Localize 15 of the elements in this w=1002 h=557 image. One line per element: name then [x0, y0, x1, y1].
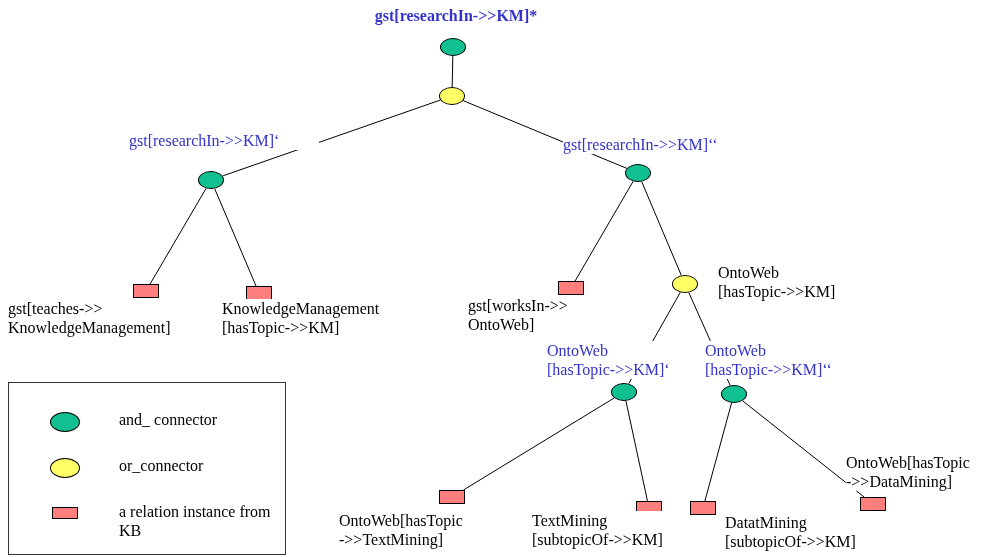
connector-line [222, 99, 441, 177]
legend-label: a relation instance from KB [119, 502, 272, 540]
connector-line [641, 181, 682, 276]
connector-line [214, 188, 257, 287]
legend-label: or_connector [119, 456, 205, 475]
connector-line [625, 400, 648, 502]
connector-line [574, 180, 634, 282]
connector-line [462, 397, 615, 491]
connector-line [149, 187, 207, 285]
node-label: gst[researchIn->>KM]‘ [129, 131, 319, 150]
connector-line [704, 402, 733, 502]
or-connector-ellipse [439, 87, 465, 105]
legend-label: and_ connector [119, 410, 219, 429]
connector-line [451, 55, 454, 88]
connector-line [742, 400, 865, 498]
